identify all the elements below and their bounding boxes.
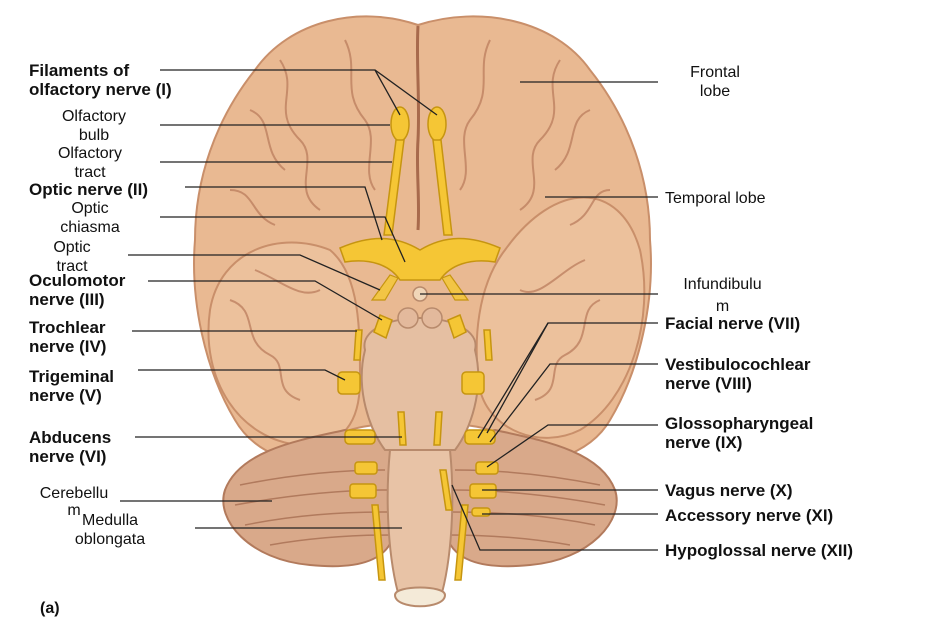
label-hypoglossal: Hypoglossal nerve (XII) — [665, 541, 853, 560]
label-optic-chiasma: Optic chiasma — [60, 200, 120, 236]
oculomotor-stub-left — [373, 314, 393, 340]
vagus-right — [469, 483, 497, 499]
temporal-lobe-right — [475, 196, 646, 439]
label-trigeminal: Trigeminal nerve (V) — [29, 367, 115, 405]
accessory-root-right — [454, 504, 469, 581]
leader-lines — [120, 69, 658, 551]
label-temporal-lobe: Temporal lobe — [665, 190, 766, 207]
label-optic-nerve: Optic nerve (II) — [29, 180, 149, 199]
optic-chiasma-shape — [339, 237, 501, 281]
label-vagus: Vagus nerve (X) — [665, 481, 793, 500]
abducens-stub-right — [433, 411, 443, 446]
hypoglossal-rootlets — [439, 469, 453, 511]
trochlear-stub-right — [483, 329, 493, 361]
oculomotor-stub-right — [447, 314, 467, 340]
longitudinal-fissure — [415, 25, 421, 231]
label-frontal-lobe: Frontal lobe — [690, 64, 740, 100]
accessory-right — [471, 507, 491, 517]
panel-label: (a) — [40, 600, 60, 617]
trigeminal-stub-left — [337, 371, 361, 395]
facial-vestib-right — [464, 429, 496, 445]
glosso-left — [354, 461, 378, 475]
olfactory-bulb-left — [390, 106, 410, 142]
olfactory-structures — [383, 106, 453, 236]
label-vestibulocochlear: Vestibulocochlear nerve (VIII) — [665, 355, 811, 393]
label-olfactory-bulb: Olfactory bulb — [61, 108, 126, 144]
label-facial: Facial nerve (VII) — [665, 314, 801, 333]
olfactory-bulb-right — [427, 106, 447, 142]
label-oculomotor: Oculomotor nerve (III) — [29, 271, 126, 309]
vagus-left — [349, 483, 377, 499]
accessory-root-left — [371, 504, 386, 581]
optic-tract-left-shape — [370, 274, 399, 301]
label-abducens: Abducens nerve (VI) — [29, 428, 112, 466]
label-olfactory-tract: Olfactory tract — [57, 145, 122, 181]
olfactory-tract-right — [432, 139, 453, 236]
abducens-stub-left — [397, 411, 407, 446]
olfactory-tract-left — [383, 139, 405, 236]
label-accessory: Accessory nerve (XI) — [665, 506, 834, 525]
label-trochlear: Trochlear nerve (IV) — [29, 318, 107, 356]
cranial-nerve-stubs — [337, 314, 499, 581]
mammillary-body-left — [397, 307, 419, 329]
label-olfactory-filaments: Filaments of olfactory nerve (I) — [29, 61, 172, 99]
mammillary-body-right — [421, 307, 443, 329]
label-medulla: Medulla oblongata — [74, 512, 146, 548]
trigeminal-stub-right — [461, 371, 485, 395]
spinal-cord-section — [393, 586, 447, 608]
label-glossopharyngeal: Glossopharyngeal nerve (IX) — [665, 414, 814, 452]
label-optic-tract: Optic tract — [53, 239, 91, 275]
trochlear-stub-left — [353, 329, 363, 361]
label-cerebellum: Cerebellu m — [39, 485, 109, 519]
label-infundibulum: Infundibulu m — [683, 276, 762, 315]
gyri — [229, 39, 611, 401]
glosso-right — [475, 461, 499, 475]
pons — [360, 316, 480, 451]
